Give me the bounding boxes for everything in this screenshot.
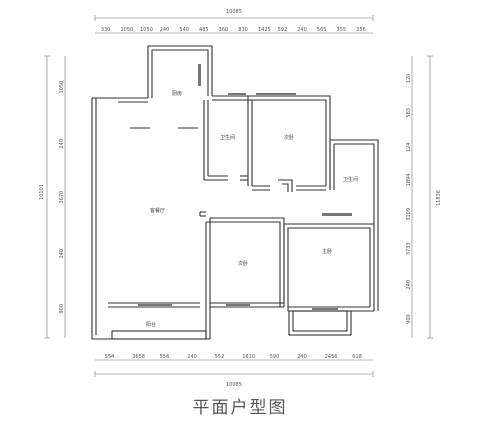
dim-label: 1050 [59,81,65,94]
dim-label: 240 [160,27,170,33]
overall-right-label: 11836 [436,190,442,206]
room-label-bath1: 卫生间 [220,134,235,141]
dim-label: 1425 [258,27,271,33]
dim-label: 3670 [59,191,65,204]
dim-label: 120 [406,74,412,84]
dim-label: 240 [187,354,197,360]
dim-label: 2456 [325,354,338,360]
dim-label: 900 [59,304,65,314]
dim-label: 618 [352,354,362,360]
dim-label: 900 [406,314,412,324]
dim-label: 1050 [140,27,153,33]
room-label-living: 客餐厅 [150,207,165,214]
dim-label: 3658 [132,354,145,360]
dim-label: 124 [406,142,412,152]
dim-label: 240 [297,27,307,33]
dim-label: 240 [59,249,65,259]
dim-label: 240 [297,354,307,360]
dim-label: 356 [356,27,366,33]
plan-title: 平面户型图 [192,398,288,418]
dim-label: 1610 [242,354,255,360]
left-dimension-labels: 1050 240 3670 240 900 [59,81,65,314]
dim-label: 830 [238,27,248,33]
window-markers [138,64,352,310]
walls [91,45,379,340]
overall-top-label: 10085 [226,9,242,15]
dim-label: 552 [215,354,225,360]
dim-label: 590 [270,354,280,360]
dim-label: 485 [199,27,209,33]
room-label-bath2: 卫生间 [343,176,358,183]
room-label-kitchen: 厨房 [172,90,182,97]
dim-label: 1050 [120,27,133,33]
room-label-bedroom-mid: 次卧 [238,260,248,267]
dim-label: 583 [406,108,412,118]
dim-label: 240 [406,280,412,290]
dim-label: 330 [101,27,111,33]
room-label-master: 主卧 [322,248,332,255]
dim-label: 554 [105,354,115,360]
dim-label: 565 [317,27,327,33]
dim-label: 556 [160,354,170,360]
dim-label: 3733 [406,242,412,255]
dim-label: 355 [337,27,347,33]
room-label-balcony: 阳台 [146,321,156,328]
room-label-bedroom-top: 次卧 [284,134,294,141]
overall-left-label: 10101 [39,184,45,200]
dim-label: 540 [179,27,189,33]
dim-label: 592 [278,27,288,33]
dim-label: 240 [59,139,65,149]
bottom-dimension-labels: 554 3658 556 240 552 1610 590 240 2456 618 [105,354,362,360]
dim-label: 3109 [406,208,412,221]
dim-label: 1894 [406,174,412,187]
dim-label: 360 [219,27,229,33]
right-dimension-labels: 120 583 124 1894 3109 3733 240 900 [406,74,412,324]
overall-bottom-label: 10085 [226,382,242,388]
dimension-lines [44,15,433,377]
top-dimension-labels: 330 1050 1050 240 540 485 360 830 1425 592 240 565 3… [101,27,366,33]
